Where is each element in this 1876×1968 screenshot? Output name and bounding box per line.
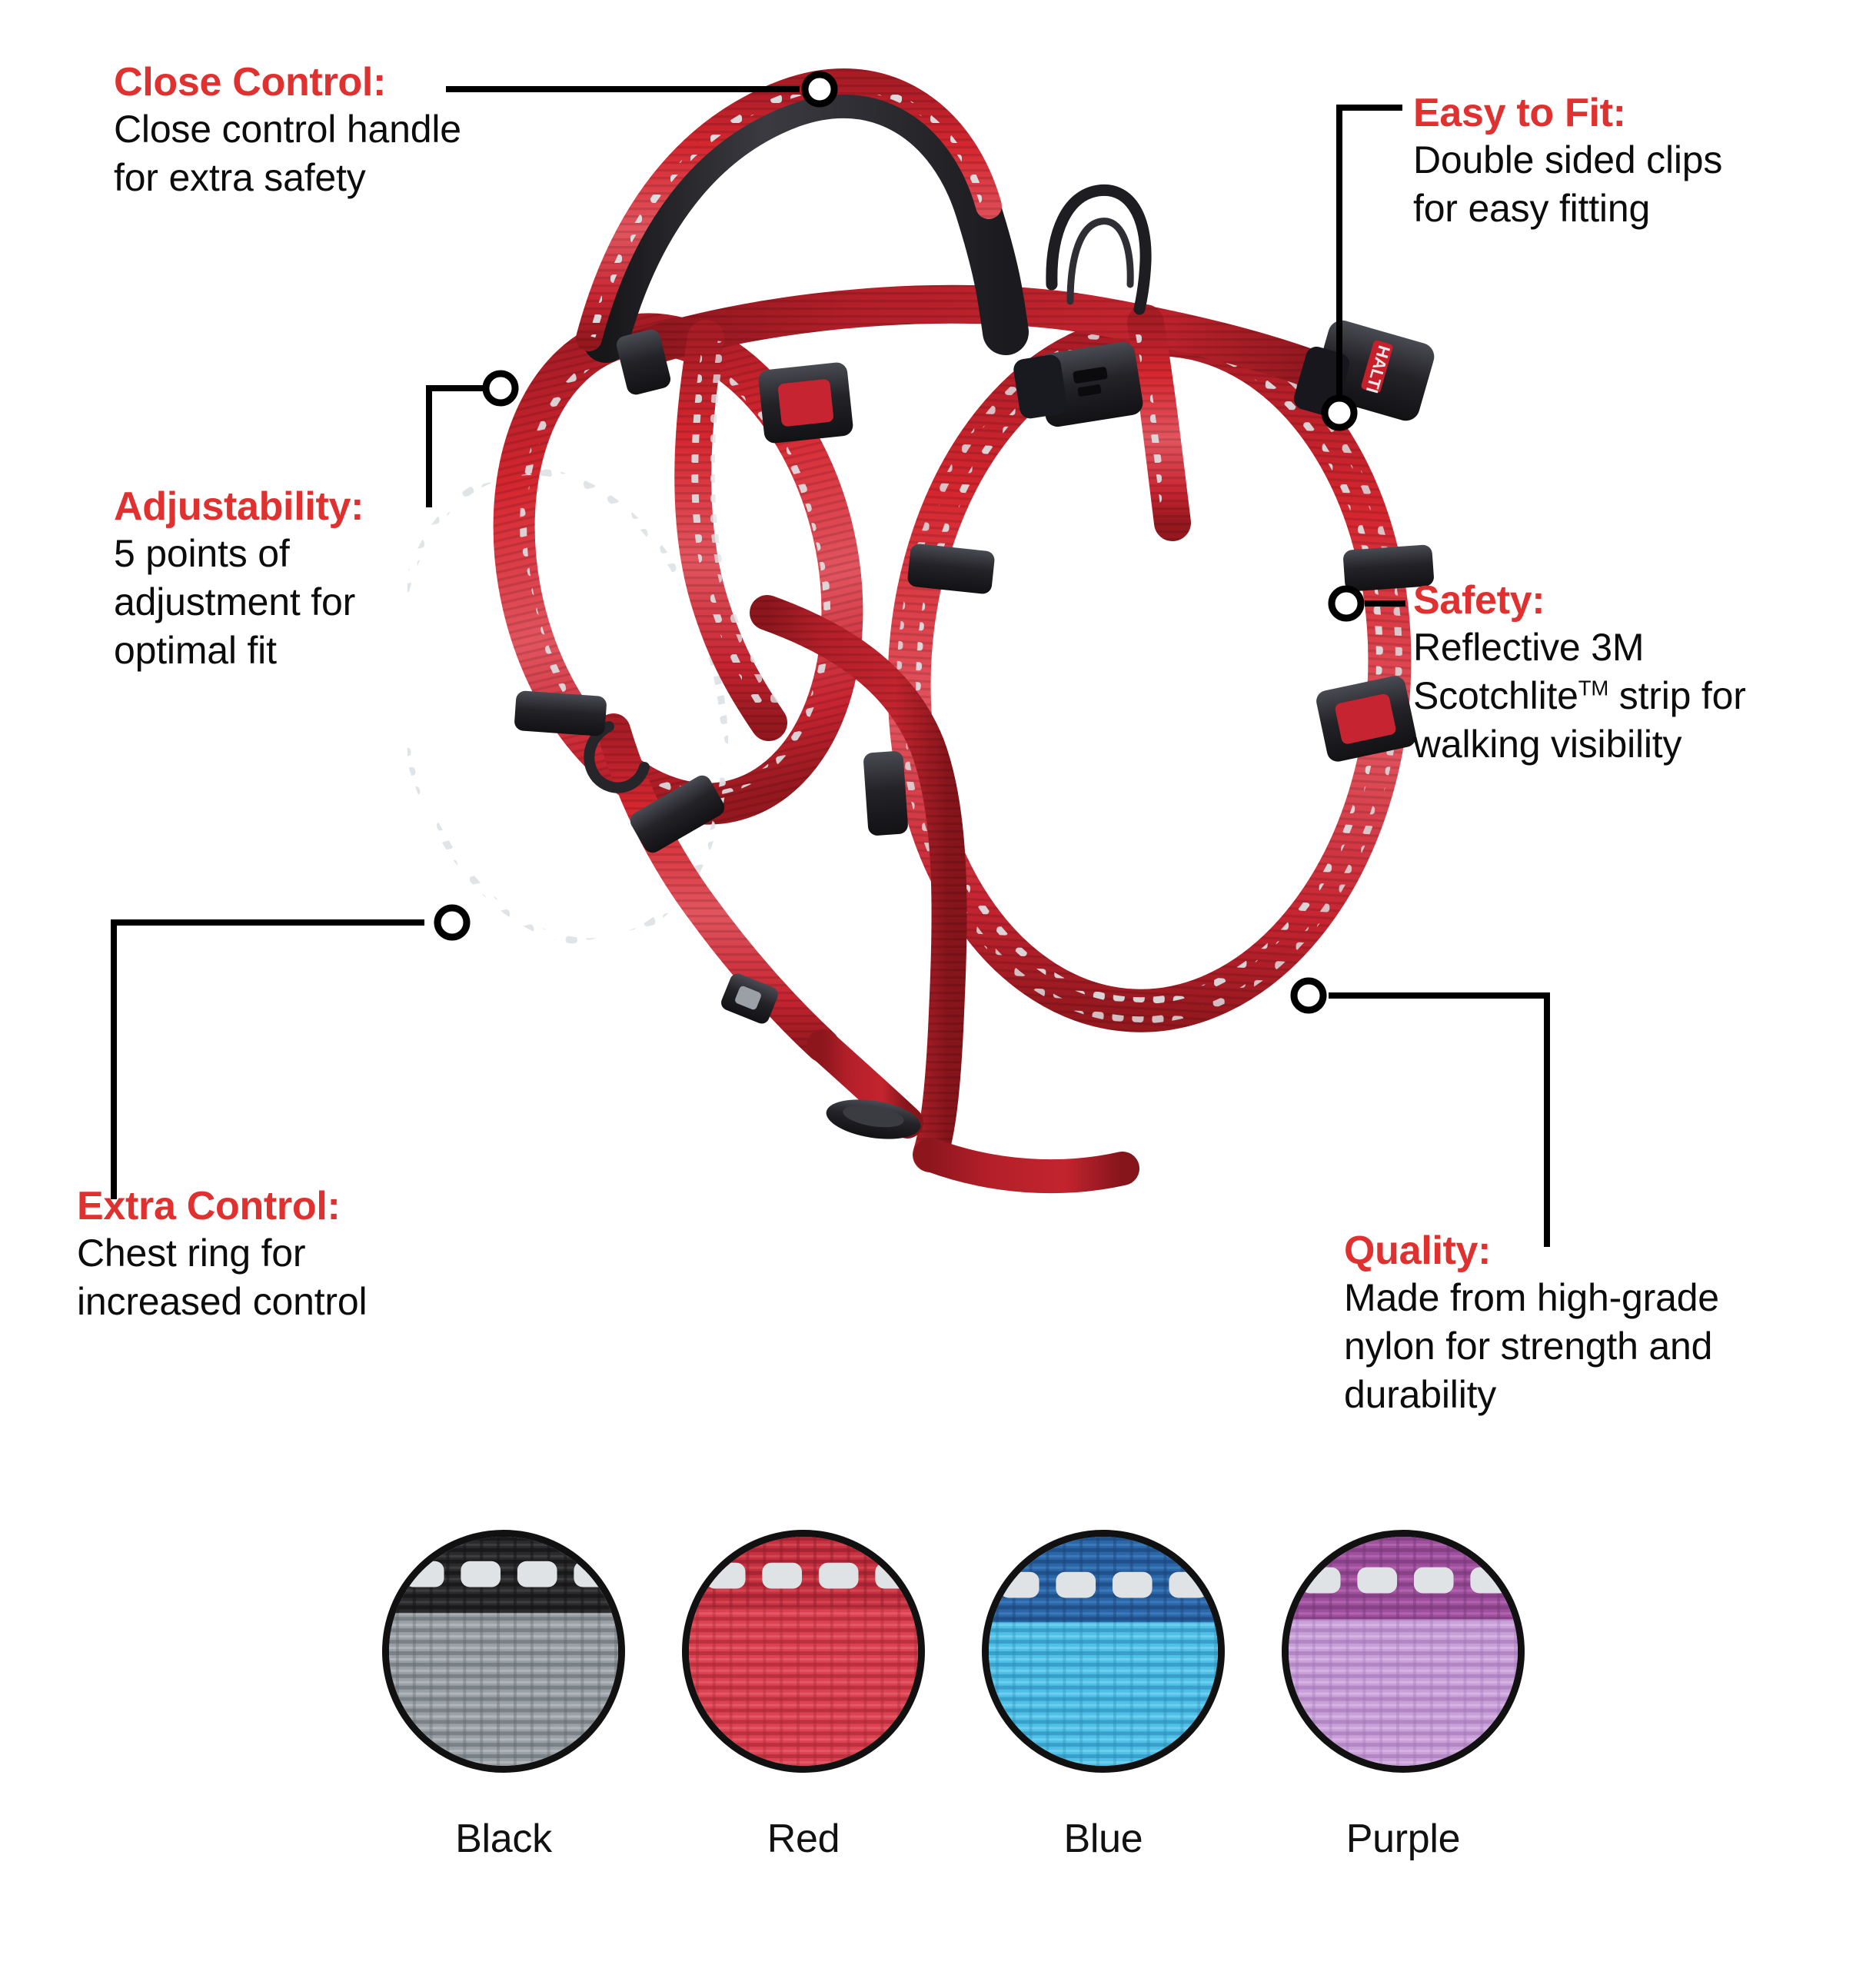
harness-right-shoulder-strap bbox=[1127, 304, 1191, 541]
harness-slider-neck-lower bbox=[630, 775, 725, 853]
swatch-label-blue: Blue bbox=[1063, 1817, 1143, 1861]
color-swatch-purple[interactable]: Purple bbox=[1276, 1530, 1530, 1862]
callout-extra-control-title: Extra Control: bbox=[77, 1184, 341, 1228]
harness-chest-ring bbox=[584, 713, 923, 1139]
swatch-label-red: Red bbox=[767, 1817, 840, 1861]
callout-adjustability-title: Adjustability: bbox=[114, 484, 364, 529]
harness-d-ring bbox=[1046, 184, 1152, 315]
trademark-symbol: TM bbox=[1578, 676, 1609, 700]
harness-back-strap bbox=[619, 284, 1379, 407]
callout-adjustability: Adjustability: 5 points of adjustment fo… bbox=[114, 484, 364, 675]
callout-easy-to-fit-title: Easy to Fit: bbox=[1413, 91, 1626, 135]
callout-safety-title: Safety: bbox=[1413, 578, 1545, 623]
harness-slider-chest bbox=[863, 751, 908, 836]
callout-close-control-title: Close Control: bbox=[114, 60, 387, 105]
callout-close-control-body: Close control handle for extra safety bbox=[114, 108, 461, 200]
swatch-disc-blue bbox=[982, 1530, 1225, 1773]
harness-slider-girth-right-low bbox=[1316, 676, 1416, 762]
harness-close-control-handle bbox=[576, 68, 1029, 363]
harness-shoulder-strap bbox=[674, 320, 787, 741]
harness-chest-strap bbox=[750, 595, 1139, 1194]
callout-extra-control-body: Chest ring for increased control bbox=[77, 1232, 368, 1324]
harness-slider-girth-right-top bbox=[1343, 544, 1434, 592]
callout-close-control: Close Control: Close control handle for … bbox=[114, 60, 461, 202]
leader-extra-control bbox=[111, 919, 424, 1199]
callout-quality: Quality: Made from high-grade nylon for … bbox=[1344, 1228, 1719, 1419]
swatch-disc-black bbox=[382, 1530, 625, 1773]
harness-slider-neck-mid bbox=[758, 362, 853, 444]
callout-safety-body-line3: walking visibility bbox=[1413, 723, 1682, 766]
callout-safety-body-line2-post: strip for bbox=[1608, 674, 1746, 718]
color-swatch-row: Black bbox=[377, 1530, 1530, 1930]
harness-slider-neck-left bbox=[514, 690, 607, 736]
swatch-label-black: Black bbox=[455, 1817, 552, 1861]
callout-extra-control: Extra Control: Chest ring for increased … bbox=[77, 1184, 368, 1326]
callout-safety-body-line1: Reflective 3M bbox=[1413, 626, 1645, 670]
swatch-disc-purple bbox=[1282, 1530, 1525, 1773]
callout-quality-title: Quality: bbox=[1344, 1228, 1492, 1273]
callout-adjustability-body: 5 points of adjustment for optimal fit bbox=[114, 532, 356, 673]
callout-safety-body-line2-pre: Scotchlite bbox=[1413, 674, 1578, 718]
swatch-label-purple: Purple bbox=[1345, 1817, 1461, 1861]
callout-quality-body: Made from high-grade nylon for strength … bbox=[1344, 1276, 1719, 1417]
callout-easy-to-fit: Easy to Fit: Double sided clips for easy… bbox=[1413, 91, 1722, 233]
swatch-disc-red bbox=[682, 1530, 925, 1773]
callout-easy-to-fit-body: Double sided clips for easy fitting bbox=[1413, 138, 1723, 231]
harness-slider-belly bbox=[721, 973, 778, 1024]
harness-slider-neck-top bbox=[616, 329, 671, 395]
harness-buckle-left bbox=[1013, 341, 1143, 427]
color-swatch-black[interactable]: Black bbox=[377, 1530, 630, 1862]
harness-slider-right-shoulder bbox=[907, 544, 995, 594]
color-swatch-blue[interactable]: Blue bbox=[976, 1530, 1230, 1862]
harness-buckle-right: HALTI bbox=[1293, 320, 1435, 421]
color-swatch-red[interactable]: Red bbox=[677, 1530, 930, 1862]
product-image-dog-harness: HALTI bbox=[393, 31, 1499, 1199]
harness-slider-belly-bottom bbox=[826, 1099, 921, 1139]
